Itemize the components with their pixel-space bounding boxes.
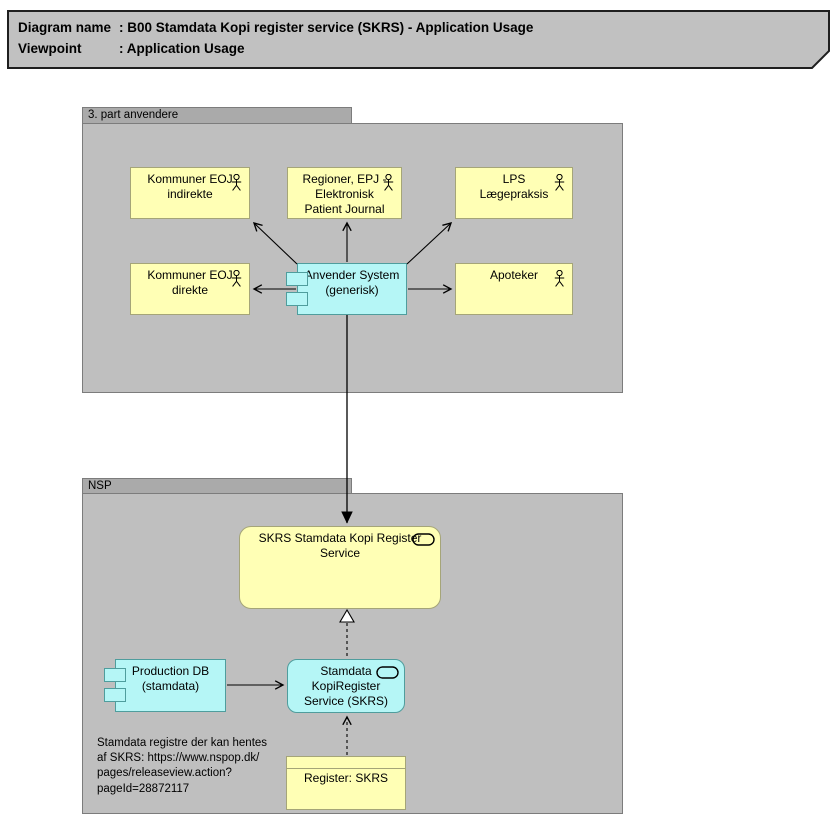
diagram-title: Diagram name : B00 Stamdata Kopi registe… <box>18 17 533 59</box>
actor-icon <box>554 270 565 287</box>
actor-icon <box>554 174 565 191</box>
data-object-register-skrs: Register: SKRS <box>286 756 406 810</box>
group-third-party-tab: 3. part anvendere <box>82 107 352 124</box>
actor-label: Kommuner EOJ indirekte <box>147 172 233 202</box>
group-third-party-body <box>82 123 623 393</box>
actor-icon <box>231 270 242 287</box>
title-label: Diagram name <box>18 20 112 35</box>
component-production-db: Production DB (stamdata) <box>104 659 226 712</box>
actor-label: Apoteker <box>489 268 539 282</box>
actor-apoteker: Apoteker <box>455 263 573 315</box>
service-stadium-icon <box>412 533 435 546</box>
component-tab-icon <box>104 688 126 702</box>
actor-kommuner-eoj-direkte: Kommuner EOJ direkte <box>130 263 250 315</box>
title-row-viewpoint: Viewpoint : Application Usage <box>18 38 533 59</box>
service-label: Stamdata KopiRegister Service (SKRS) <box>303 664 389 709</box>
component-tab-icon <box>286 292 308 306</box>
actor-regioner-epj: Regioner, EPJ - Elektronisk Patient Jour… <box>287 167 402 219</box>
component-label: Production DB (stamdata) <box>131 664 210 694</box>
note-text: Stamdata registre der kan hentes af SKRS… <box>97 737 268 795</box>
title-value: : B00 Stamdata Kopi register service (SK… <box>119 20 534 35</box>
service-stadium-icon <box>376 666 399 679</box>
component-tab-icon <box>104 668 126 682</box>
viewpoint-label: Viewpoint <box>18 41 82 56</box>
actor-kommuner-eoj-indirekte: Kommuner EOJ indirekte <box>130 167 250 219</box>
data-object-band <box>287 757 405 769</box>
service-stamdata-kopiregister: Stamdata KopiRegister Service (SKRS) <box>287 659 405 713</box>
actor-label: Regioner, EPJ - Elektronisk Patient Jour… <box>302 172 387 217</box>
actor-label: Kommuner EOJ direkte <box>147 268 233 298</box>
actor-label: LPS Lægepraksis <box>479 172 549 202</box>
actor-icon <box>231 174 242 191</box>
viewpoint-value: : Application Usage <box>119 41 245 56</box>
group-nsp-tab: NSP <box>82 478 352 494</box>
actor-lps-laegepraksis: LPS Lægepraksis <box>455 167 573 219</box>
service-skrs-stamdata-kopi-register: SKRS Stamdata Kopi Register Service <box>239 526 441 609</box>
data-object-label: Register: SKRS <box>303 771 389 785</box>
component-label: Anvender System (generisk) <box>304 268 400 298</box>
actor-icon <box>383 174 394 191</box>
title-row-diagram-name: Diagram name : B00 Stamdata Kopi registe… <box>18 17 533 38</box>
component-anvender-system: Anvender System (generisk) <box>286 263 407 315</box>
component-tab-icon <box>286 272 308 286</box>
service-label: SKRS Stamdata Kopi Register Service <box>258 531 422 561</box>
